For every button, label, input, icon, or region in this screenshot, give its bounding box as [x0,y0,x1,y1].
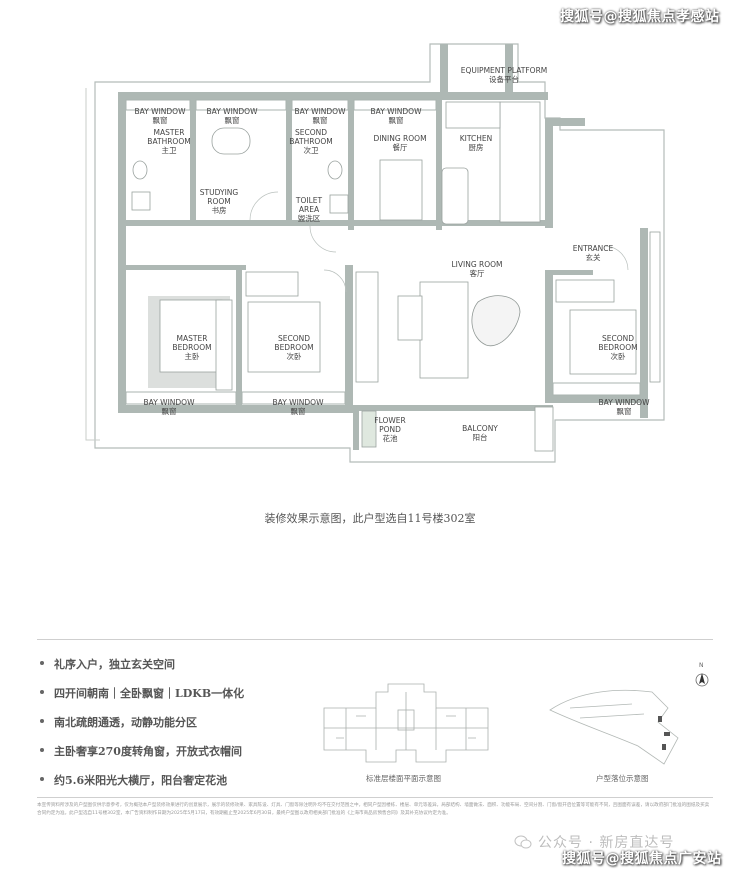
watermark-bottom: 搜狐号@搜狐焦点广安站 [562,851,722,867]
feature-item: 南北疏朗通透，动静功能分区 [40,714,244,743]
disclaimer-text: 本宣传资料所涉及的户型图仅供示意参考，仅为概括本户型装修效果进行的创意展示，展示… [37,803,710,816]
feature-item: 礼序入户，独立玄关空间 [40,656,244,685]
bullet-icon [40,719,44,723]
standard-floor-caption: 标准层楼面平面示意图 [366,774,441,783]
standard-floor-plan [323,683,489,763]
feature-item: 主卧奢享270度转角窗，开放式衣帽间 [40,743,244,772]
divider [37,639,713,640]
floor-plan [85,43,665,463]
wechat-icon [514,835,532,849]
north-label: N [699,662,704,669]
bullet-icon [40,777,44,781]
bullet-icon [40,661,44,665]
divider [37,797,713,798]
footer-brand: 公众号 · 新房直达号 [538,835,675,851]
watermark-top: 搜狐号@搜狐焦点孝感站 [560,9,720,25]
feature-item: 四开间朝南｜全卧飘窗｜LDKB一体化 [40,685,244,714]
feature-item: 约5.6米阳光大横厅，阳台奢定花池 [40,772,244,801]
plan-caption: 装修效果示意图，此户型选自11号楼302室 [264,512,476,525]
feature-list: 礼序入户，独立玄关空间 四开间朝南｜全卧飘窗｜LDKB一体化 南北疏朗通透，动静… [40,656,244,801]
unit-location-caption: 户型落位示意图 [596,774,649,783]
north-arrow-icon [695,673,709,687]
bullet-icon [40,690,44,694]
unit-location-plan [549,689,679,765]
bullet-icon [40,748,44,752]
